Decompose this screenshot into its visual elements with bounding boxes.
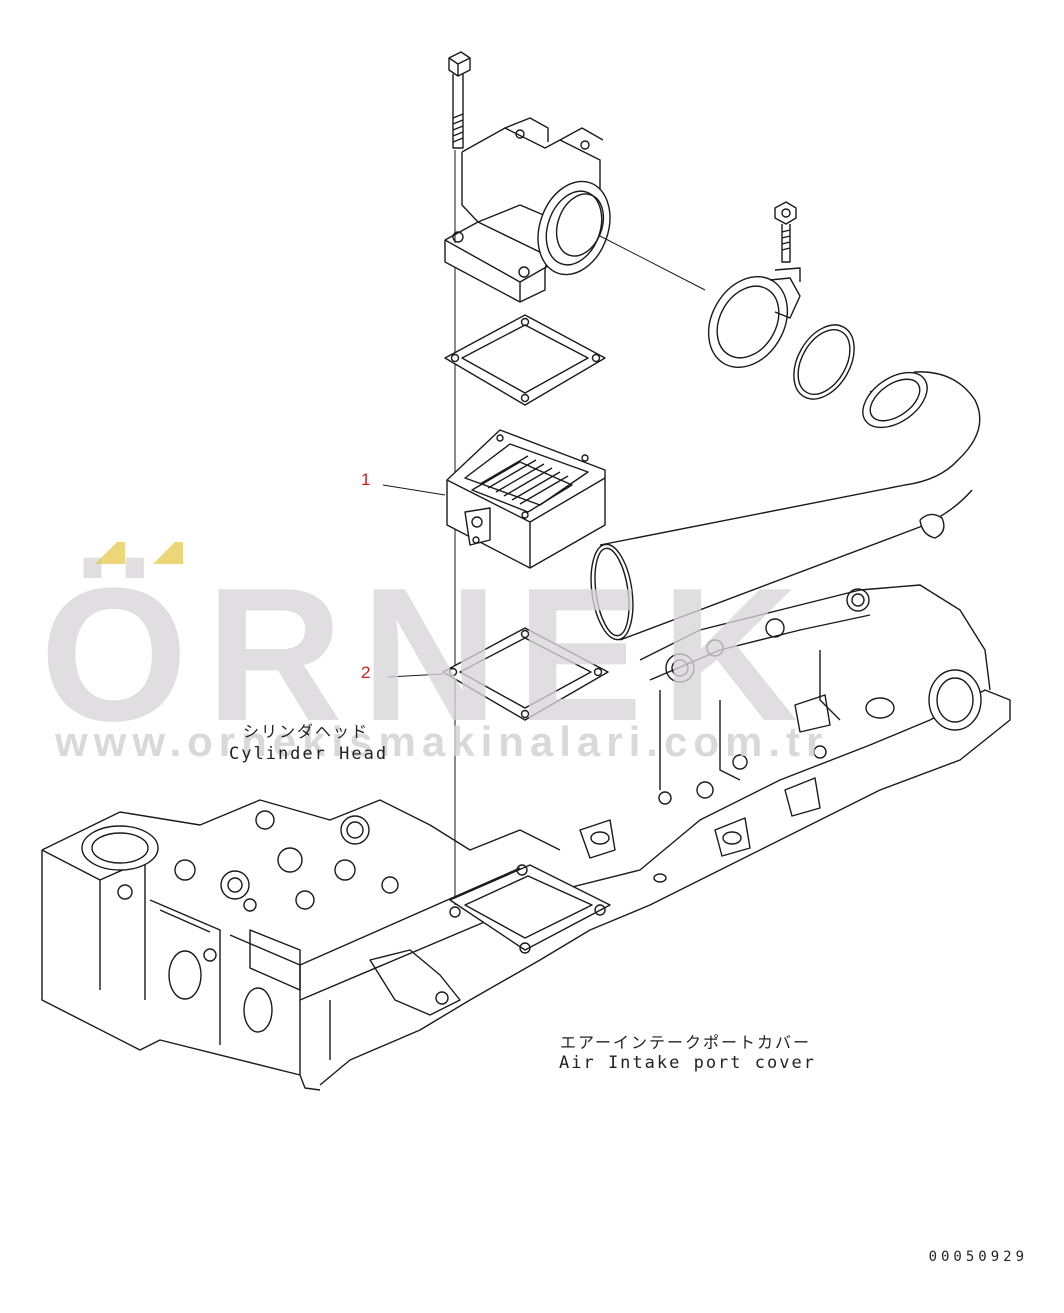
callout-2-leader (387, 673, 444, 678)
upper-gasket (444, 314, 606, 406)
intake-cover-label-jp: エアーインテークポートカバー (560, 1033, 812, 1052)
part-2-gasket (442, 627, 609, 721)
hose-clamp (707, 201, 801, 368)
part-1-intake-heater (446, 429, 606, 569)
watermark-url: www.ornekismakinalari.com.tr (55, 718, 829, 765)
bolt (448, 51, 471, 149)
intake-elbow (444, 117, 706, 303)
o-ring (793, 324, 855, 400)
intake-manifold (299, 584, 1011, 1086)
intake-pipe (590, 371, 981, 641)
watermark-logo: ÖRNEK (40, 549, 817, 761)
callout-1-leader (382, 484, 446, 496)
intake-cover-label-en: Air Intake port cover (559, 1053, 816, 1073)
cylinder-head-label-jp: シリンダヘッド (243, 722, 370, 741)
document-number: 00050929 (928, 1249, 1028, 1265)
callout-1: 1 (361, 470, 371, 489)
callout-2: 2 (361, 663, 371, 682)
cylinder-head (41, 799, 561, 1091)
cylinder-head-label-en: Cylinder Head (229, 744, 389, 764)
watermark-accent-marks (95, 542, 183, 564)
